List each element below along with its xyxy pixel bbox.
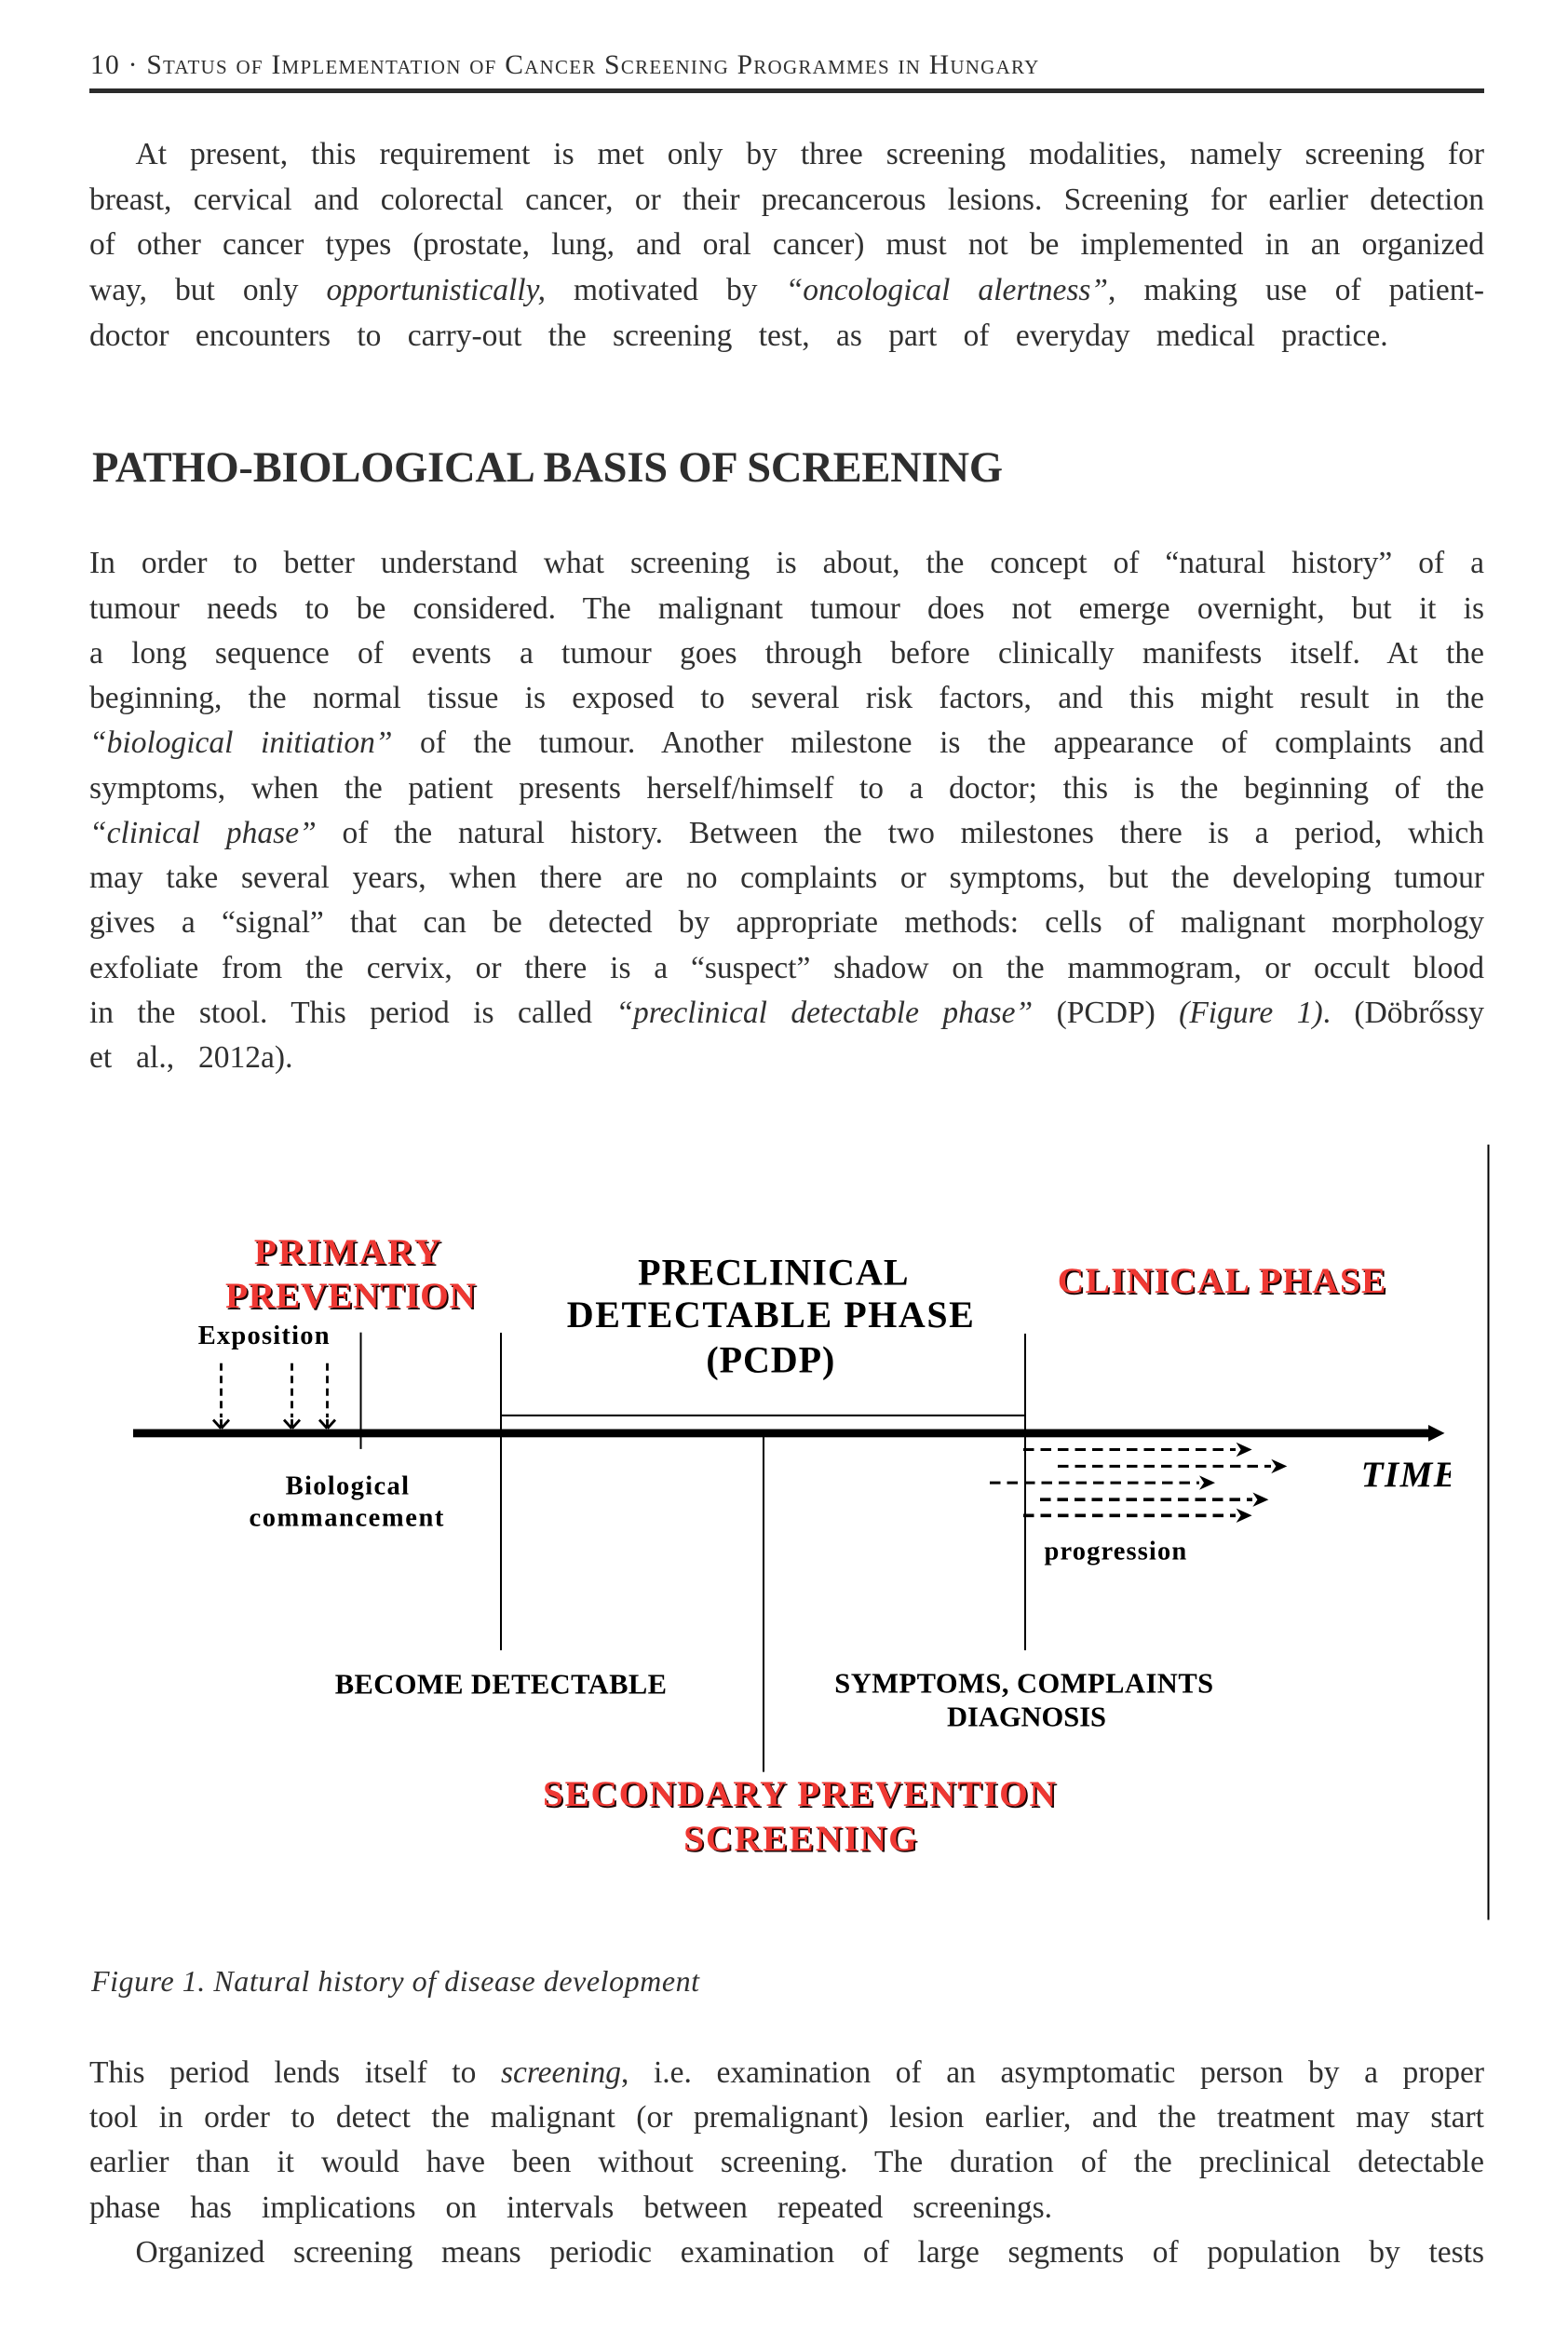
svg-text:PRIMARY: PRIMARY — [254, 1231, 441, 1272]
svg-text:CLINICAL PHASE: CLINICAL PHASE — [1058, 1260, 1386, 1301]
svg-text:PRIMARY: PRIMARY — [256, 1233, 443, 1274]
svg-text:SECONDARY PREVENTION: SECONDARY PREVENTION — [545, 1775, 1058, 1816]
svg-text:SCREENING: SCREENING — [685, 1820, 919, 1861]
svg-text:SECONDARY PREVENTION: SECONDARY PREVENTION — [543, 1773, 1056, 1814]
svg-text:SYMPTOMS, COMPLAINTS: SYMPTOMS, COMPLAINTS — [834, 1668, 1213, 1700]
svg-text:commancement: commancement — [250, 1504, 444, 1533]
svg-text:Biological: Biological — [286, 1471, 409, 1500]
svg-text:CLINICAL PHASE: CLINICAL PHASE — [1060, 1262, 1388, 1303]
svg-text:DIAGNOSIS: DIAGNOSIS — [947, 1702, 1106, 1733]
svg-text:BECOME DETECTABLE: BECOME DETECTABLE — [335, 1668, 667, 1700]
svg-text:Exposition: Exposition — [198, 1322, 330, 1350]
svg-text:progression: progression — [1045, 1537, 1187, 1566]
svg-text:SCREENING: SCREENING — [683, 1818, 917, 1859]
svg-text:TIME: TIME — [1361, 1455, 1458, 1495]
svg-text:PRECLINICAL: PRECLINICAL — [638, 1252, 908, 1294]
svg-text:PREVENTION: PREVENTION — [225, 1275, 476, 1316]
svg-text:PREVENTION: PREVENTION — [227, 1277, 478, 1318]
svg-text:DETECTABLE PHASE: DETECTABLE PHASE — [567, 1294, 974, 1335]
svg-text:(PCDP): (PCDP) — [706, 1339, 834, 1381]
